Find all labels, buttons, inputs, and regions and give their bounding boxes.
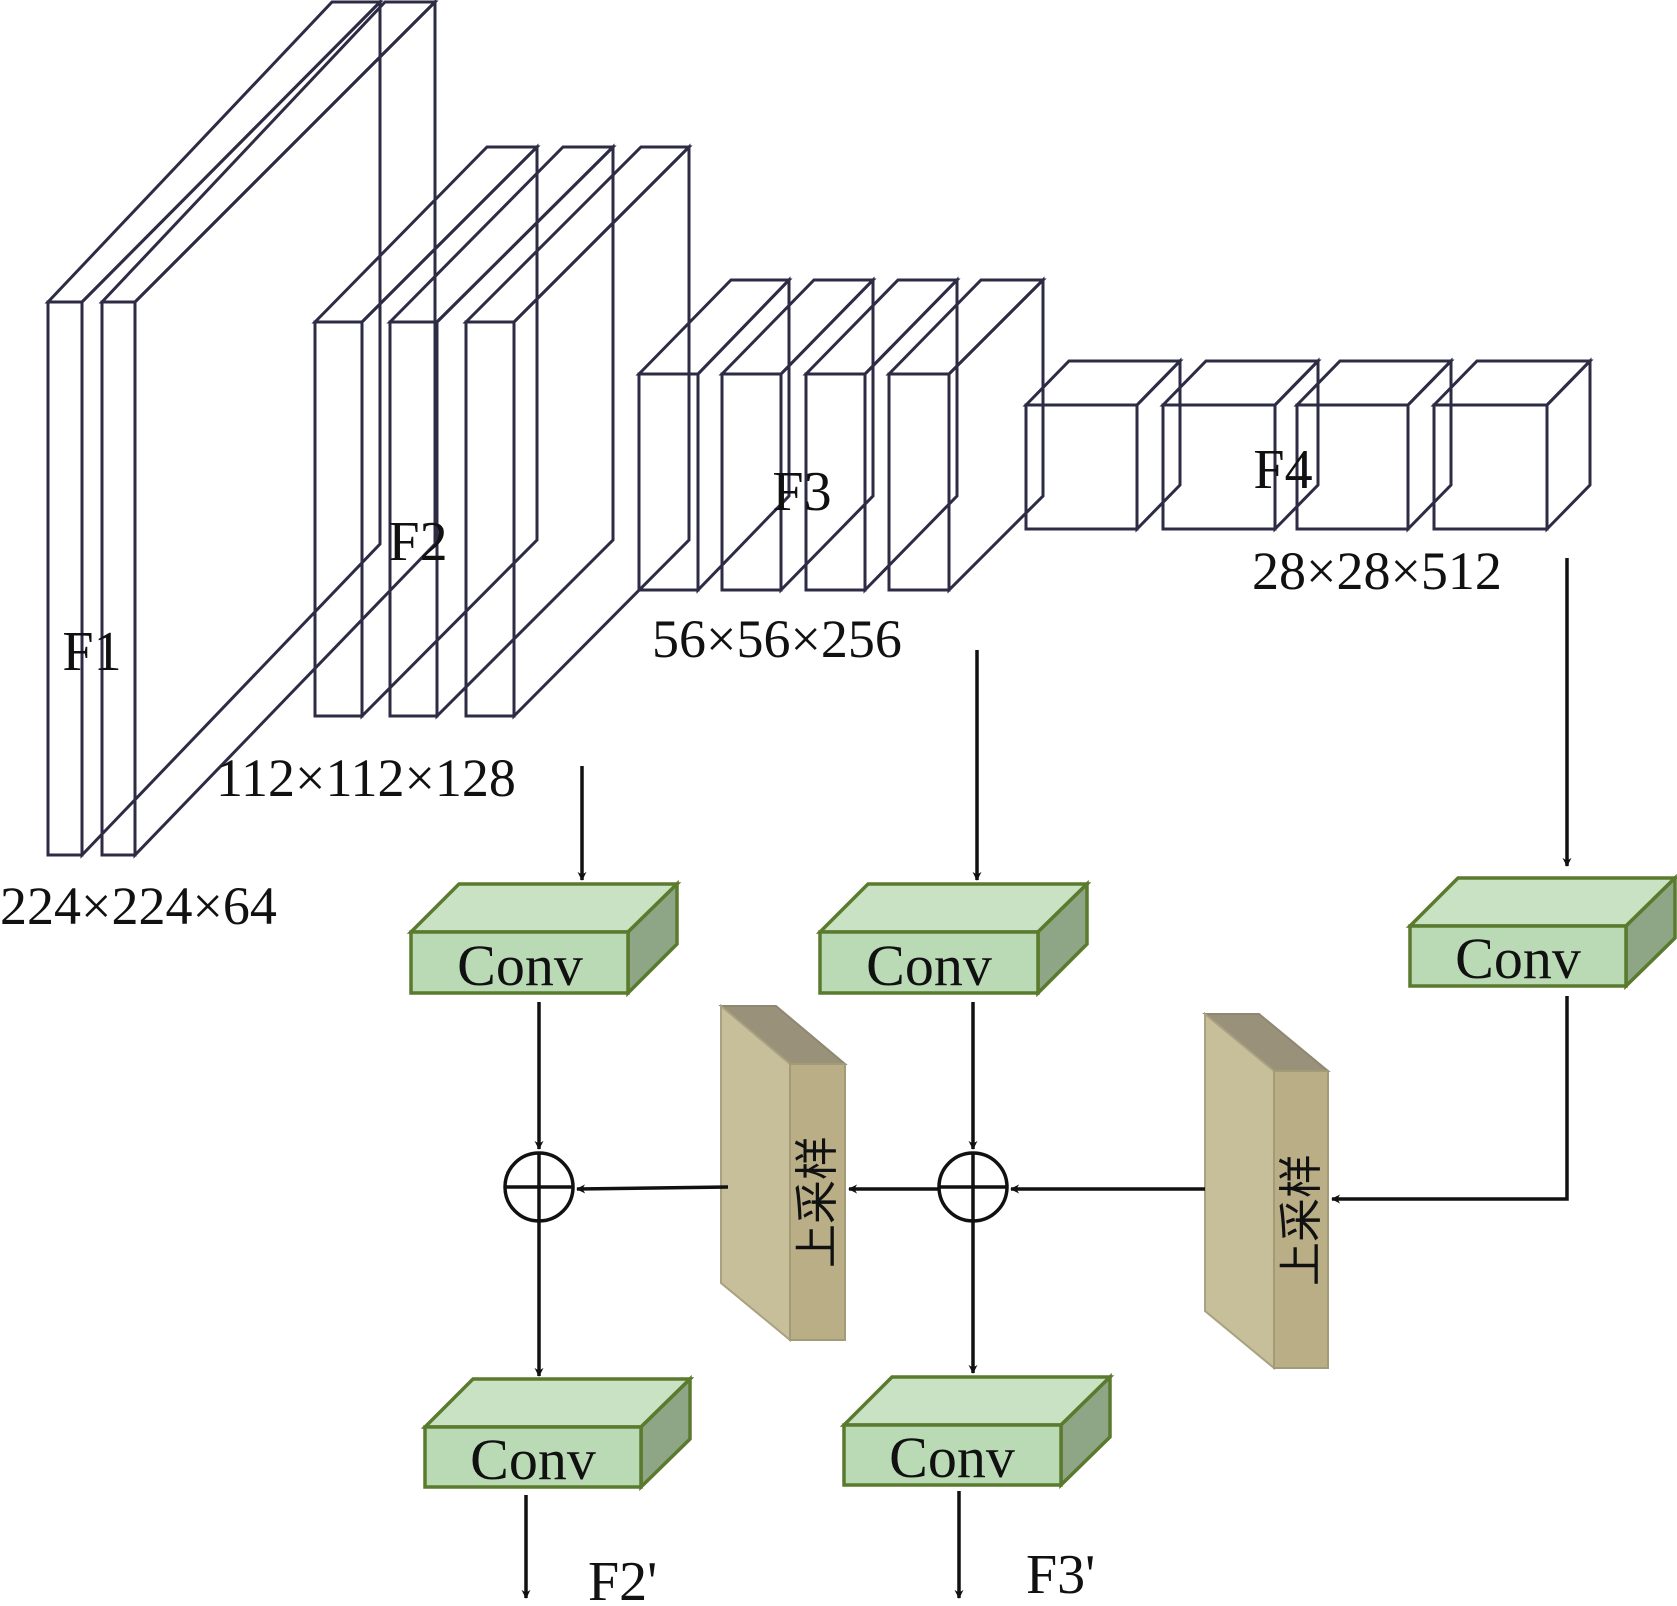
upsample-block-left: 上采样 bbox=[718, 1003, 848, 1343]
conv-block-f3-output: Conv bbox=[839, 1372, 1115, 1490]
f2-label: F2 bbox=[388, 511, 447, 573]
f1-layer-2 bbox=[98, 0, 439, 859]
conv-block-f2-output: Conv bbox=[420, 1374, 695, 1492]
f4-layer-2 bbox=[1159, 357, 1322, 533]
arrow-upsample-left-to-add bbox=[576, 1184, 729, 1194]
f3-dimension-label: 56×56×256 bbox=[652, 609, 902, 669]
f2-layer-2 bbox=[386, 143, 617, 720]
f1-stage bbox=[44, 0, 439, 859]
f4-stage bbox=[1022, 357, 1594, 533]
f3-layer-1 bbox=[635, 276, 793, 594]
output-label-f3-prime: F3' bbox=[1026, 1544, 1095, 1606]
f3-label: F3 bbox=[772, 461, 831, 523]
conv-label-f2: Conv bbox=[457, 933, 583, 998]
upsample-block-right: 上采样 bbox=[1202, 1011, 1331, 1371]
f2-layer-3 bbox=[462, 143, 693, 720]
f2-dimension-label: 112×112×128 bbox=[216, 748, 516, 808]
f3-layer-3 bbox=[802, 276, 961, 594]
f4-layer-1 bbox=[1022, 357, 1184, 533]
f1-layer-1 bbox=[44, 0, 384, 859]
conv-label-f3: Conv bbox=[866, 933, 992, 998]
f1-dimension-label: 224×224×64 bbox=[0, 876, 277, 936]
f2-stage bbox=[311, 143, 693, 720]
upsample-label-right: 上采样 bbox=[1276, 1154, 1327, 1286]
conv-label-f4: Conv bbox=[1455, 926, 1581, 991]
f2-layer-1 bbox=[311, 143, 541, 720]
upsample-label-left: 上采样 bbox=[792, 1136, 843, 1268]
conv-block-f2: Conv bbox=[406, 879, 682, 998]
f4-layer-4 bbox=[1430, 357, 1594, 533]
conv-label-f3-output: Conv bbox=[889, 1425, 1015, 1490]
arrow-conv-f4-to-upsample bbox=[1331, 996, 1569, 1204]
f3-layer-2 bbox=[718, 276, 877, 594]
f3-stage bbox=[635, 276, 1047, 594]
f1-label: F1 bbox=[62, 621, 121, 683]
conv-block-f4: Conv bbox=[1405, 873, 1677, 991]
add-node-left bbox=[503, 1151, 575, 1223]
f4-label: F4 bbox=[1253, 439, 1312, 501]
conv-label-f2-output: Conv bbox=[470, 1427, 596, 1492]
f4-dimension-label: 28×28×512 bbox=[1252, 541, 1502, 601]
f3-layer-4 bbox=[885, 276, 1047, 594]
output-label-f2-prime: F2' bbox=[588, 1551, 657, 1606]
conv-block-f3: Conv bbox=[815, 879, 1092, 998]
f4-layer-3 bbox=[1293, 357, 1455, 533]
add-node-right bbox=[937, 1151, 1009, 1223]
